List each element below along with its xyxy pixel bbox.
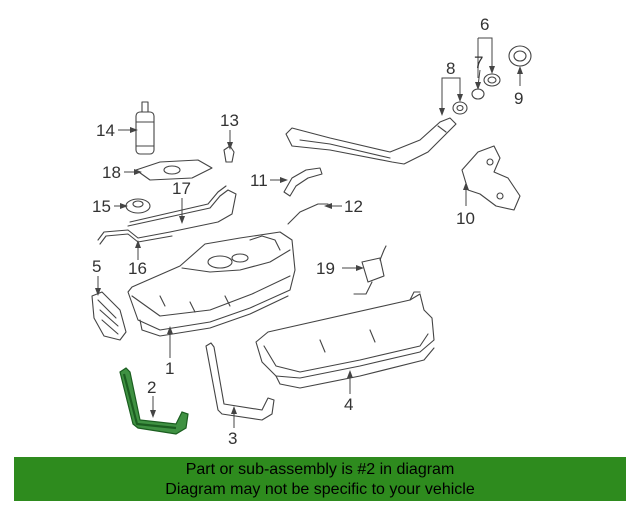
callout-9: 9 xyxy=(514,89,523,108)
callout-19: 19 xyxy=(316,259,335,278)
part-13-clip[interactable] xyxy=(223,145,235,163)
callout-1: 1 xyxy=(165,359,174,378)
callout-18: 18 xyxy=(102,163,121,182)
part-7-gasket[interactable] xyxy=(471,88,485,100)
callout-17: 17 xyxy=(172,179,191,198)
filler-pipe[interactable] xyxy=(285,117,457,165)
part-info-banner: Part or sub-assembly is #2 in diagram Di… xyxy=(14,457,626,501)
callout-6: 6 xyxy=(480,15,489,34)
part-1-fuel-tank[interactable] xyxy=(127,231,296,337)
part-14-fuel-pump[interactable] xyxy=(135,101,155,155)
callout-10: 10 xyxy=(456,209,475,228)
part-15-filter[interactable] xyxy=(125,198,151,214)
part-5-heat-shield[interactable] xyxy=(91,291,127,341)
part-8-filler-pipe-seal[interactable] xyxy=(452,101,468,115)
part-9-filler-neck-grommet[interactable] xyxy=(508,45,532,67)
callout-16: 16 xyxy=(128,259,147,278)
part-19-sender-unit[interactable] xyxy=(353,245,387,295)
part-11-hose[interactable] xyxy=(283,167,323,197)
callout-14: 14 xyxy=(96,121,115,140)
callout-11: 11 xyxy=(250,171,268,190)
banner-line-1: Part or sub-assembly is #2 in diagram xyxy=(185,461,455,478)
part-4-skid-plate[interactable] xyxy=(255,291,435,389)
part-16-fuel-line[interactable] xyxy=(97,229,173,245)
callout-4: 4 xyxy=(344,395,353,414)
callout-2: 2 xyxy=(147,378,156,397)
callout-labels: 1 2 3 4 5 6 7 8 9 10 11 12 13 14 15 16 1… xyxy=(92,15,523,448)
banner-line-2: Diagram may not be specific to your vehi… xyxy=(165,481,475,498)
part-3-tank-strap[interactable] xyxy=(205,342,275,421)
callout-13: 13 xyxy=(220,111,239,130)
part-10-bracket[interactable] xyxy=(461,145,521,211)
part-18-pump-bracket[interactable] xyxy=(135,159,213,181)
part-12-vent-tube[interactable] xyxy=(287,203,329,225)
part-17-fuel-line[interactable] xyxy=(127,185,237,233)
part-6-filler-cap[interactable] xyxy=(483,73,501,87)
callout-12: 12 xyxy=(344,197,363,216)
callout-15: 15 xyxy=(92,197,111,216)
leader-lines xyxy=(95,37,523,428)
callout-3: 3 xyxy=(228,429,237,448)
parts-diagram: 1 2 3 4 5 6 7 8 9 10 11 12 13 14 15 16 1… xyxy=(91,15,532,448)
callout-8: 8 xyxy=(446,59,455,78)
callout-7: 7 xyxy=(474,53,483,72)
callout-5: 5 xyxy=(92,257,101,276)
part-2-tank-strap[interactable] xyxy=(119,367,189,435)
